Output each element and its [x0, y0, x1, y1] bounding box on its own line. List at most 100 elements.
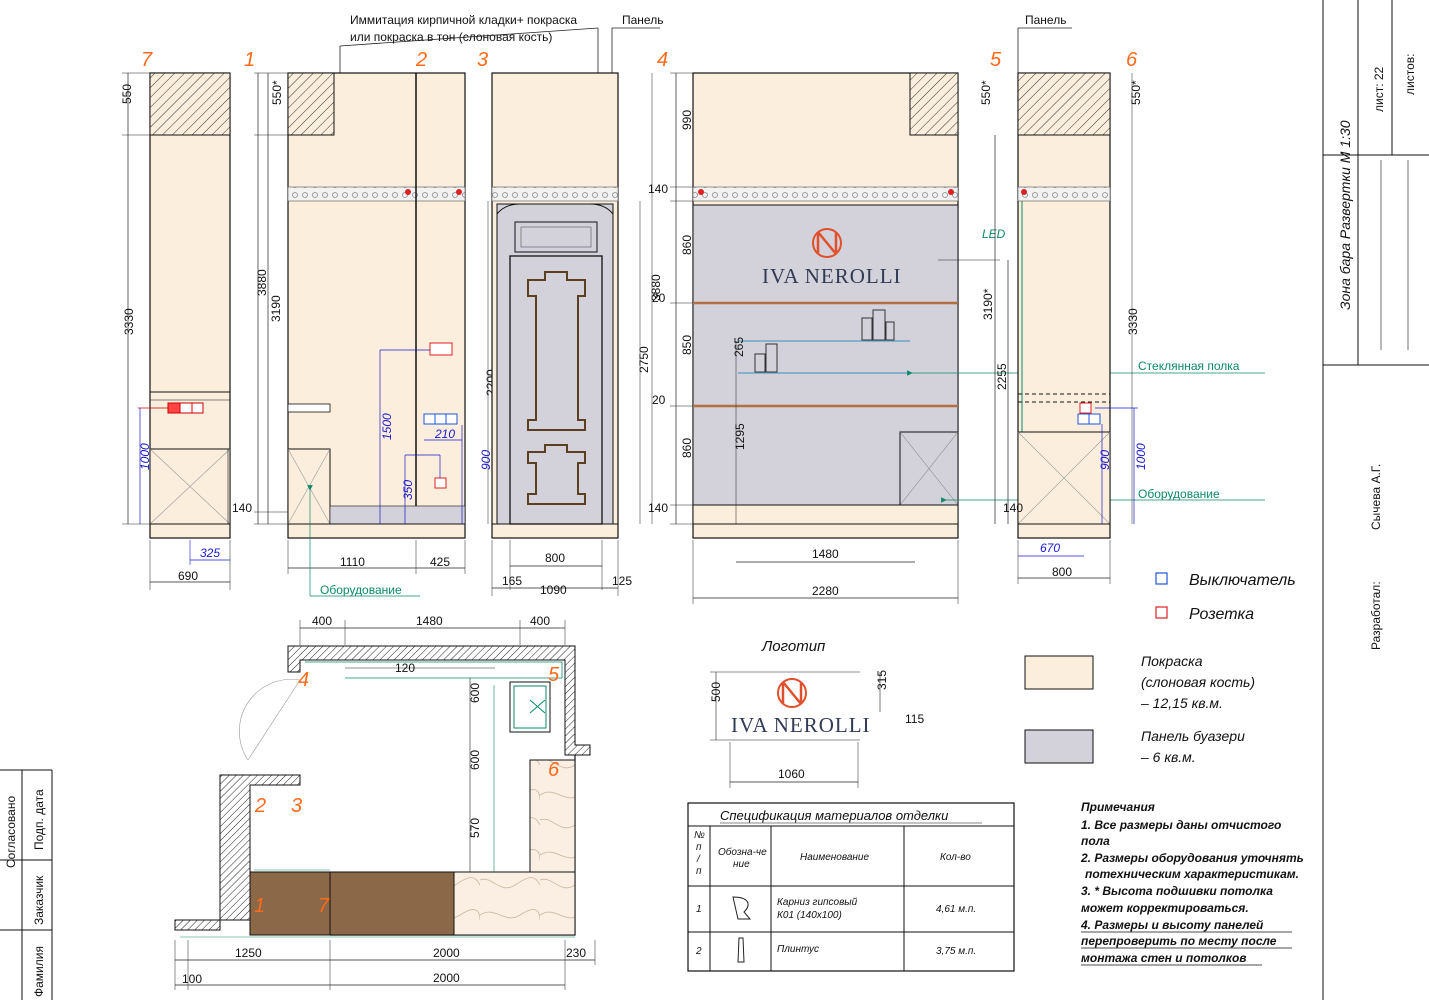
dim-e4-990: 990	[680, 110, 694, 130]
notes-line-9: монтажа стен и потолков	[1081, 951, 1247, 965]
dim-plan-400a: 400	[312, 614, 332, 628]
dim-plan-230: 230	[566, 946, 586, 960]
axis-label-3: 3	[477, 49, 488, 71]
spec-table: Спецификация материалов отделки № п / п …	[687, 802, 1015, 972]
title-block: лист: 22 листов: Зона бара Развертки М 1…	[1322, 0, 1429, 1000]
spec-h-no-3: /	[696, 854, 701, 865]
logo-detail-brand: IVA NEROLLI	[731, 713, 871, 737]
spec-h-no-2: п	[696, 842, 702, 853]
dim-e4-550: 550*	[979, 80, 993, 105]
axis-label-6: 6	[1126, 49, 1138, 71]
spec-h-no-4: п	[696, 866, 702, 877]
legend-switch-label: Выключатель	[1189, 572, 1296, 589]
elevation-5-6	[1017, 72, 1111, 539]
label-glass-shelf: Стеклянная полка	[1138, 359, 1240, 373]
plan-axis-6: 6	[548, 759, 560, 781]
notes-line-5: 3. * Высота подшивки потолка	[1081, 884, 1273, 898]
dim-logo-1060: 1060	[778, 767, 805, 781]
spec-row1-qty: 4,61 м.п.	[936, 904, 976, 915]
spec-h-no-1: №	[694, 830, 705, 841]
label-equipment-left: Оборудование	[320, 583, 402, 597]
callout-brick-2: или покраска в тон (слоновая кость)	[350, 30, 552, 44]
dim-e4-140b: 140	[648, 501, 668, 515]
legend: Выключатель Розетка Покраска (слоновая к…	[1024, 572, 1296, 765]
dim-e1-550: 550	[120, 84, 134, 104]
elevation-3-4-door	[491, 72, 619, 539]
sheet-number: лист: 22	[1372, 66, 1386, 112]
developed-label: Разработал:	[1369, 581, 1383, 650]
callout-panel-a: Панель	[622, 13, 663, 27]
dim-e4-20b: 20	[652, 393, 666, 407]
dim-e4-2255: 2255	[995, 363, 1009, 390]
dim-plan-120: 120	[395, 661, 415, 675]
dim-e5-900: 900	[1098, 450, 1112, 470]
dim-e3-125: 125	[612, 574, 632, 588]
notes-title: Примечания	[1081, 800, 1155, 814]
wall-logo-monogram	[812, 228, 842, 258]
dim-e2-3190: 3190	[269, 295, 283, 322]
author-name: Сычева А.Г.	[1369, 464, 1383, 530]
dim-e2-900: 900	[479, 450, 493, 470]
dim-e2-140: 140	[232, 501, 252, 515]
dim-logo-315: 315	[875, 670, 889, 690]
axis-label-7: 7	[141, 49, 153, 71]
dim-e2-350: 350	[401, 480, 415, 500]
stamp-surname: Фамилия	[32, 946, 46, 997]
dim-e2-210: 210	[434, 427, 455, 441]
spec-row1-name2: К01 (140х100)	[777, 910, 842, 921]
left-stamp: Согласовано Подп. дата Заказчик Фамилия	[0, 769, 53, 1000]
plan-axis-7: 7	[318, 895, 330, 917]
legend-panel-1: Панель буазери	[1141, 728, 1245, 744]
callout-brick: Иммитация кирпичной кладки+ покраска	[350, 13, 577, 27]
legend-paint-swatch	[1024, 655, 1094, 690]
axis-label-1: 1	[244, 49, 255, 71]
dim-plan-100: 100	[182, 972, 202, 986]
dim-e2-1500: 1500	[380, 413, 394, 440]
dim-e4-860a: 860	[680, 235, 694, 255]
dim-e4-265: 265	[732, 337, 746, 357]
dim-e1-690: 690	[178, 569, 198, 583]
notes-line-8: перепроверить по месту после	[1081, 934, 1277, 948]
elevation-1-3	[287, 72, 466, 539]
sheet-title: Зона бара Развертки М 1:30	[1337, 120, 1353, 310]
dim-e3-1090: 1090	[540, 583, 567, 597]
plan-axis-1: 1	[254, 895, 265, 917]
dim-logo-500: 500	[709, 682, 723, 702]
notes-line-3: 2. Размеры оборудования уточнять	[1080, 851, 1304, 865]
axis-label-2: 2	[415, 49, 427, 71]
stamp-customer: Заказчик	[32, 875, 46, 925]
dim-e2-3880: 3880	[255, 269, 269, 296]
dim-e5-800: 800	[1052, 565, 1072, 579]
spec-title: Спецификация материалов отделки	[720, 808, 948, 823]
dim-plan-2000a: 2000	[433, 946, 460, 960]
logo-title: Логотип	[761, 638, 825, 655]
dim-plan-600b: 600	[468, 750, 482, 770]
spec-row1-n: 1	[696, 904, 702, 915]
dim-plan-1480: 1480	[416, 614, 443, 628]
notes-line-7: 4. Размеры и высоту панелей	[1080, 918, 1264, 932]
dim-e2-425: 425	[430, 555, 450, 569]
notes-line-1: 1. Все размеры даны отчистого	[1081, 818, 1281, 832]
dim-e4-20a: 20	[652, 291, 666, 305]
label-equipment-right: Оборудование	[1138, 487, 1220, 501]
label-led: LED	[982, 227, 1006, 241]
legend-paint-1: Покраска	[1141, 653, 1203, 669]
dim-plan-2000b: 2000	[433, 971, 460, 985]
plan-axis-4: 4	[298, 669, 309, 691]
legend-switch-swatch	[1155, 572, 1168, 585]
spec-row2-name1: Плинтус	[777, 944, 819, 955]
dim-e2-550: 550*	[270, 80, 284, 105]
axis-label-5: 5	[990, 49, 1002, 71]
legend-socket-label: Розетка	[1189, 606, 1254, 623]
legend-socket-swatch	[1155, 606, 1168, 619]
spec-h-code-2: ние	[733, 859, 750, 870]
notes-block: Примечания 1. Все размеры даны отчистого…	[1080, 800, 1304, 966]
legend-paint-3: – 12,15 кв.м.	[1140, 695, 1223, 711]
dim-e5-670: 670	[1040, 541, 1060, 555]
legend-paint-2: (слоновая кость)	[1141, 674, 1255, 690]
spec-h-name: Наименование	[800, 852, 869, 863]
dim-e1-1000: 1000	[138, 443, 152, 470]
notes-line-2: пола	[1081, 834, 1110, 848]
stamp-sign-date: Подп. дата	[32, 789, 46, 850]
